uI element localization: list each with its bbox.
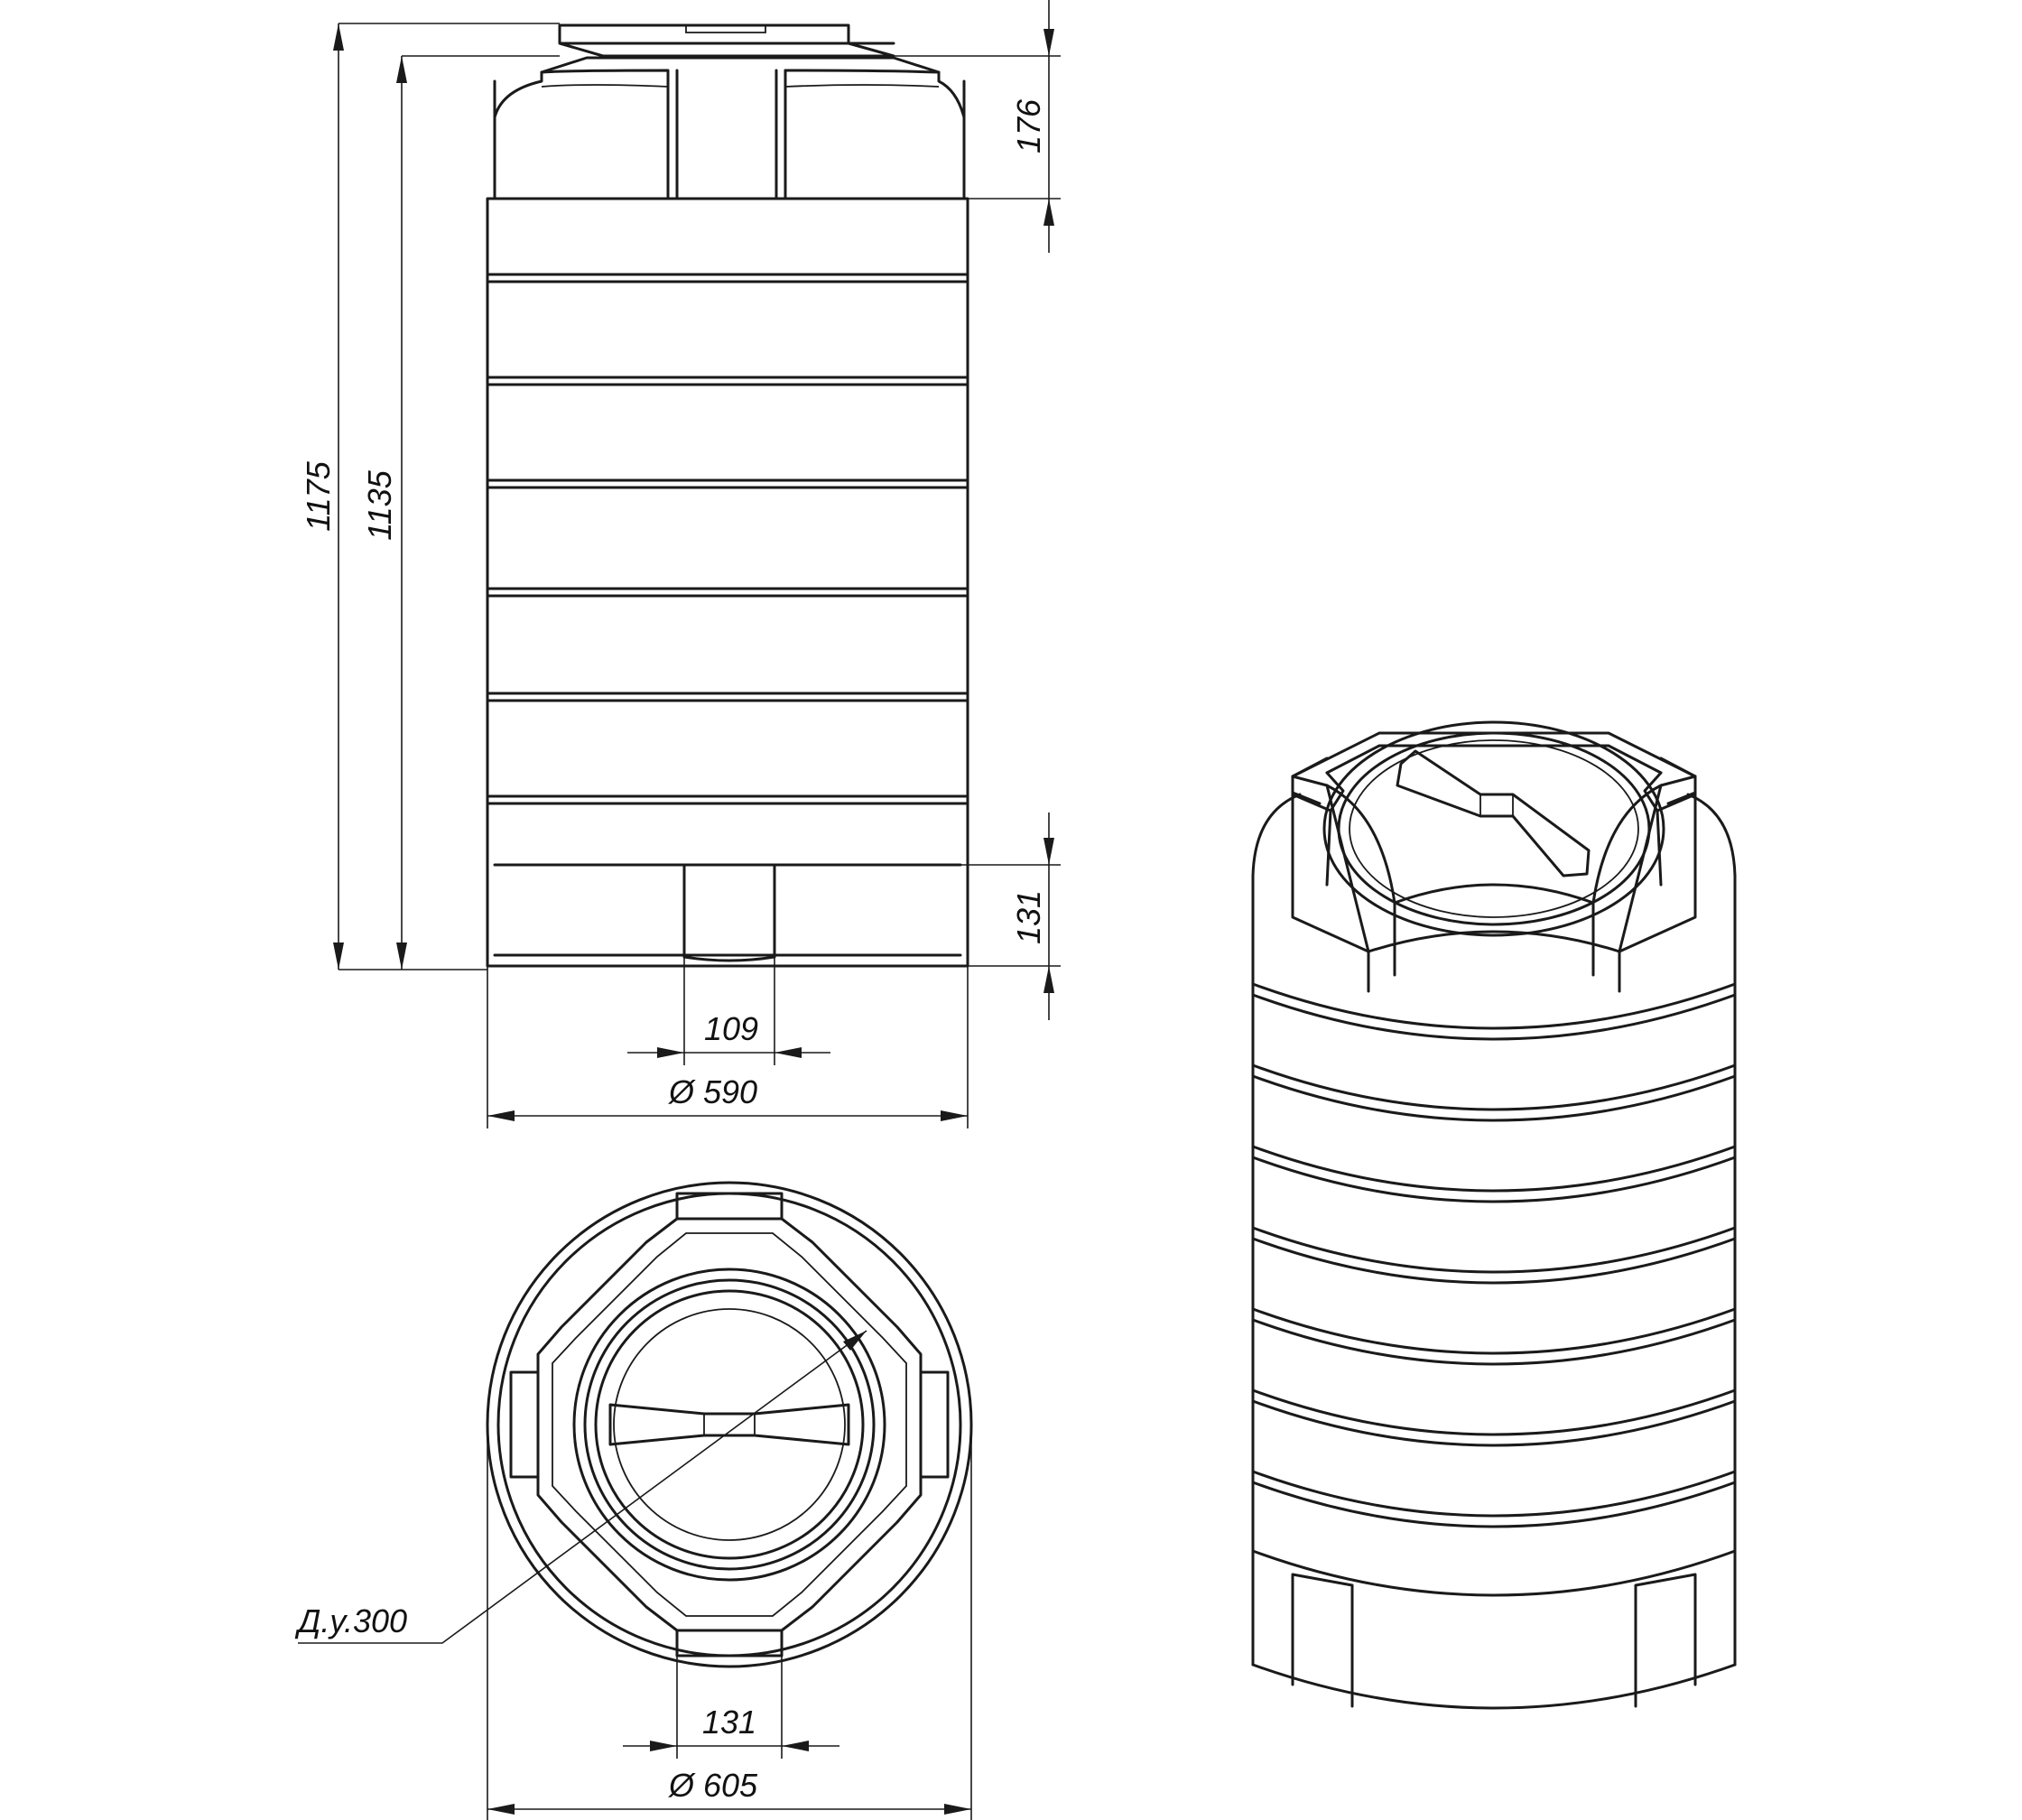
isometric-view [1251,720,1737,1710]
dim-body-height: 1135 [361,469,398,540]
dim-plan-recess-width: 131 [702,1704,756,1741]
plan-view: Д.у.300 131 Ø 605 [294,1181,973,1820]
label-hatch-diameter: Д.у.300 [294,1602,407,1639]
dim-bottom-recess-width: 109 [704,1010,758,1047]
dim-bottom-recess-height: 131 [1010,890,1047,944]
dim-body-diameter: Ø 590 [668,1073,757,1110]
dim-total-height: 1175 [300,460,337,531]
dim-top-dome-height: 176 [1010,98,1047,153]
front-elevation-view: 1175 1135 176 131 109 Ø 590 [300,0,1061,1128]
dim-plan-diameter: Ø 605 [668,1767,758,1804]
